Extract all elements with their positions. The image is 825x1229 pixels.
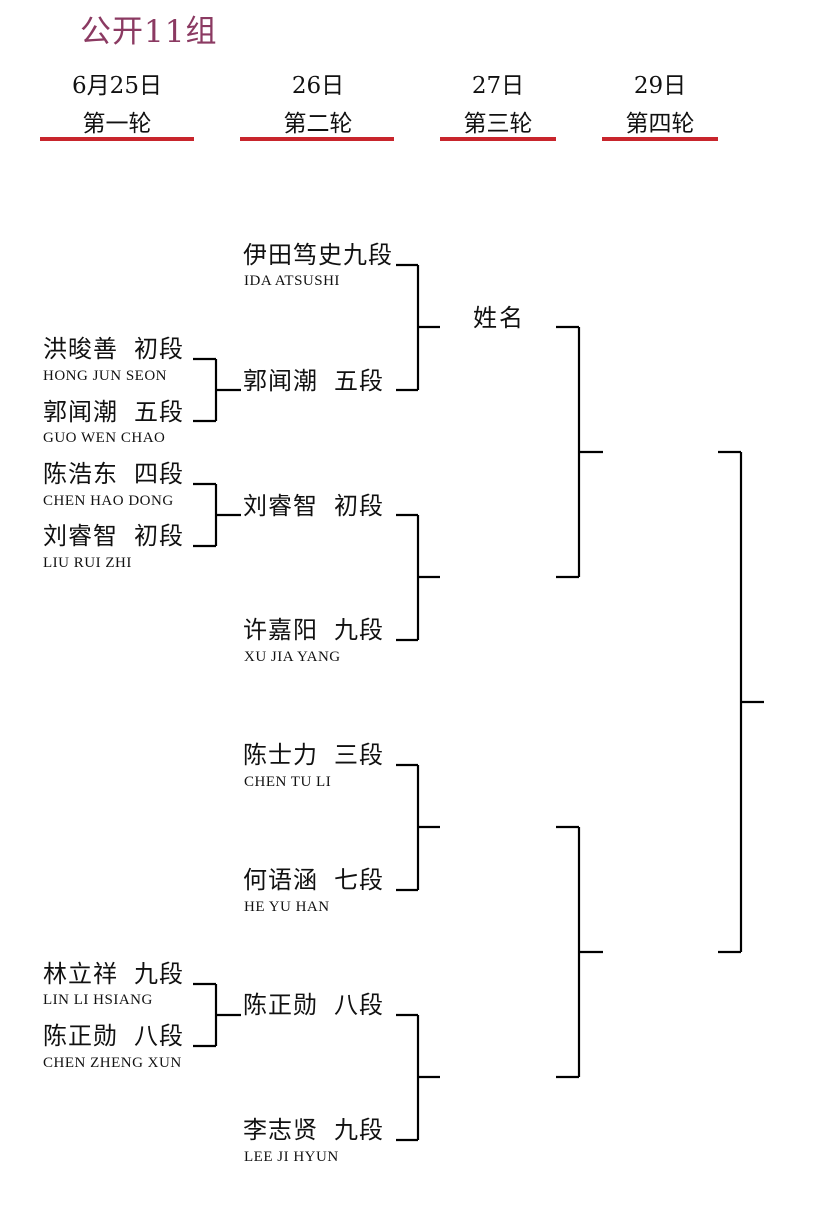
- player-rank: 五段: [334, 367, 384, 395]
- round-4-date: 29日: [633, 73, 687, 99]
- player-name: 陈士力: [243, 741, 318, 769]
- player-rank: 九段: [334, 616, 384, 644]
- player-rank: 八段: [134, 1022, 184, 1050]
- player-name: 何语涵: [243, 866, 318, 894]
- player-name: 刘睿智: [43, 522, 118, 550]
- player-name: 郭闻潮: [43, 398, 118, 426]
- player-rank: 初段: [134, 522, 184, 550]
- r2-bracket-3: [396, 763, 440, 892]
- r2-player-1-en: IDA ATSUSHI: [244, 273, 340, 289]
- player-rank: 九段: [343, 241, 393, 269]
- player-rank: 初段: [134, 335, 184, 363]
- player-rank: 九段: [134, 960, 184, 988]
- round-4-label: 第四轮: [625, 111, 695, 137]
- r2-player-5-en: CHEN TU LI: [244, 774, 332, 790]
- r2-player-4-en: XU JIA YANG: [244, 649, 341, 665]
- round-1-label: 第一轮: [82, 111, 152, 137]
- r1-player-6-en: CHEN ZHENG XUN: [43, 1055, 182, 1071]
- round-4-underline: [602, 137, 718, 141]
- player-name: 伊田笃史: [243, 241, 343, 269]
- round-2-label: 第二轮: [283, 111, 353, 137]
- r1-bracket-2: [193, 482, 241, 548]
- player-name: 林立祥: [43, 960, 118, 988]
- round-1-underline: [40, 137, 194, 141]
- player-name: 洪晙善: [43, 335, 118, 363]
- player-rank: 五段: [134, 398, 184, 426]
- player-rank: 四段: [134, 460, 184, 488]
- r3-bracket-1: [556, 325, 603, 579]
- round-2-date: 26日: [291, 73, 345, 99]
- player-name: 刘睿智: [243, 492, 318, 520]
- round-3-underline: [440, 137, 556, 141]
- r2-player-8-en: LEE JI HYUN: [244, 1149, 339, 1165]
- r2-bracket-2: [396, 513, 440, 642]
- r1-player-3-en: CHEN HAO DONG: [43, 493, 174, 509]
- r1-player-5-en: LIN LI HSIANG: [43, 992, 153, 1008]
- round-3-date: 27日: [471, 73, 525, 99]
- r2-player-1: 伊田笃史九段: [243, 235, 393, 270]
- player-name: 陈正勋: [243, 991, 318, 1019]
- r2-bracket-1: [396, 263, 440, 392]
- r1-bracket-3: [193, 982, 241, 1048]
- r1-player-2-en: GUO WEN CHAO: [43, 430, 166, 446]
- r1-player-1: 洪晙善初段: [43, 329, 184, 364]
- r2-player-5: 陈士力三段: [243, 735, 384, 770]
- round-2-underline: [240, 137, 394, 141]
- player-name: 李志贤: [243, 1116, 318, 1144]
- r1-player-4: 刘睿智初段: [43, 516, 184, 551]
- player-name: 陈正勋: [43, 1022, 118, 1050]
- player-rank: 初段: [334, 492, 384, 520]
- player-rank: 三段: [334, 741, 384, 769]
- round-3-label: 第三轮: [463, 111, 533, 137]
- r3-bracket-2: [556, 825, 603, 1079]
- r3-name-placeholder: 姓名: [473, 304, 525, 332]
- r2-player-7: 陈正勋八段: [243, 985, 384, 1020]
- player-rank: 九段: [334, 1116, 384, 1144]
- r1-player-5: 林立祥九段: [43, 954, 184, 989]
- r2-player-6: 何语涵七段: [243, 860, 384, 895]
- r1-player-6: 陈正勋八段: [43, 1016, 184, 1051]
- r2-player-6-en: HE YU HAN: [244, 899, 330, 915]
- round-1-date: 6月25日: [72, 73, 162, 99]
- player-name: 许嘉阳: [243, 616, 318, 644]
- player-rank: 八段: [334, 991, 384, 1019]
- player-name: 陈浩东: [43, 460, 118, 488]
- r1-player-1-en: HONG JUN SEON: [43, 368, 168, 384]
- player-name: 郭闻潮: [243, 367, 318, 395]
- r2-player-4: 许嘉阳九段: [243, 610, 384, 645]
- player-rank: 七段: [334, 866, 384, 894]
- r1-player-3: 陈浩东四段: [43, 454, 184, 489]
- r2-player-3: 刘睿智初段: [243, 486, 384, 521]
- page-title: 公开11组: [80, 14, 218, 50]
- r2-player-2: 郭闻潮五段: [243, 361, 384, 396]
- r4-bracket: [718, 450, 764, 954]
- r1-player-4-en: LIU RUI ZHI: [43, 555, 132, 571]
- r1-player-2: 郭闻潮五段: [43, 392, 184, 427]
- r2-player-8: 李志贤九段: [243, 1110, 384, 1145]
- r1-bracket-1: [193, 357, 241, 423]
- r2-bracket-4: [396, 1013, 440, 1142]
